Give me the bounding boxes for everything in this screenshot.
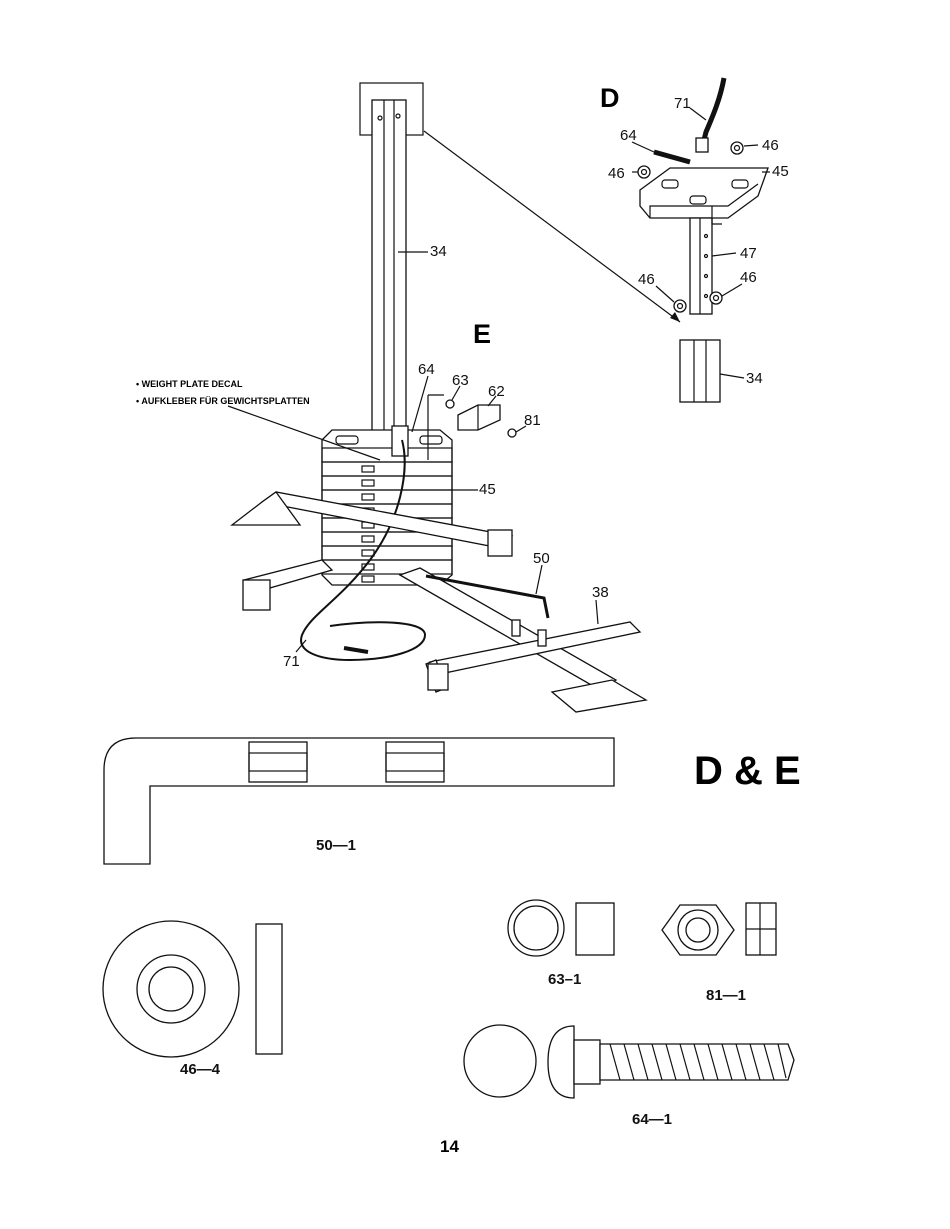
callout-d-47: 47 xyxy=(740,245,757,262)
detail-d-assembly xyxy=(632,78,770,402)
callout-d-46-a: 46 xyxy=(762,137,779,154)
section-heading-d-e: D & E xyxy=(694,749,801,793)
washer-46-a xyxy=(638,166,650,178)
bolt-64-detail xyxy=(654,152,690,162)
callout-e-64: 64 xyxy=(418,361,435,378)
upright-34 xyxy=(372,100,406,440)
top-plate-45 xyxy=(640,168,768,218)
callout-e-63: 63 xyxy=(452,372,469,389)
hardware-washer-46 xyxy=(103,921,282,1057)
bracket-62 xyxy=(458,405,500,430)
upright-34-detail xyxy=(680,340,720,402)
decal-note-line2: • AUFKLEBER FÜR GEWICHTSPLATTEN xyxy=(136,396,310,406)
selector-bracket xyxy=(392,426,408,456)
page-number: 14 xyxy=(440,1137,459,1156)
callout-e-62: 62 xyxy=(488,383,505,400)
washer-46-b xyxy=(731,142,743,154)
washer-46-d xyxy=(710,292,722,304)
callout-d-71: 71 xyxy=(674,95,691,112)
callout-d-45: 45 xyxy=(772,163,789,180)
hardware-nut-81 xyxy=(662,903,776,955)
label-part-50: 50—1 xyxy=(316,837,356,854)
callout-e-81: 81 xyxy=(524,412,541,429)
label-part-46: 46—4 xyxy=(180,1061,221,1078)
callout-e-45: 45 xyxy=(479,481,496,498)
hardware-bolt-64 xyxy=(464,1025,794,1098)
callout-d-46-c: 46 xyxy=(638,271,655,288)
selector-tube-47 xyxy=(690,218,712,314)
detail-d-letter: D xyxy=(600,83,620,113)
base-frame-38 xyxy=(232,492,646,712)
callout-d-34: 34 xyxy=(746,370,763,387)
label-part-64: 64—1 xyxy=(632,1111,672,1128)
callout-d-46-b: 46 xyxy=(608,165,625,182)
washer-63 xyxy=(446,400,454,408)
washer-46-c xyxy=(674,300,686,312)
connector-arrowhead xyxy=(670,312,680,322)
callout-d-64: 64 xyxy=(620,127,637,144)
label-part-63: 63–1 xyxy=(548,971,581,988)
callout-e-50: 50 xyxy=(533,550,550,567)
callout-e-34: 34 xyxy=(430,243,447,260)
label-part-81: 81—1 xyxy=(706,987,746,1004)
hardware-hex-key-50 xyxy=(104,738,614,864)
decal-note-line1: • WEIGHT PLATE DECAL xyxy=(136,379,243,389)
callout-e-71: 71 xyxy=(283,653,300,670)
callout-e-38: 38 xyxy=(592,584,609,601)
callout-d-46-d: 46 xyxy=(740,269,757,286)
hardware-washer-63 xyxy=(508,900,614,956)
zoom-connector-line xyxy=(424,131,680,322)
nut-81 xyxy=(508,429,516,437)
detail-e-letter: E xyxy=(473,319,491,349)
